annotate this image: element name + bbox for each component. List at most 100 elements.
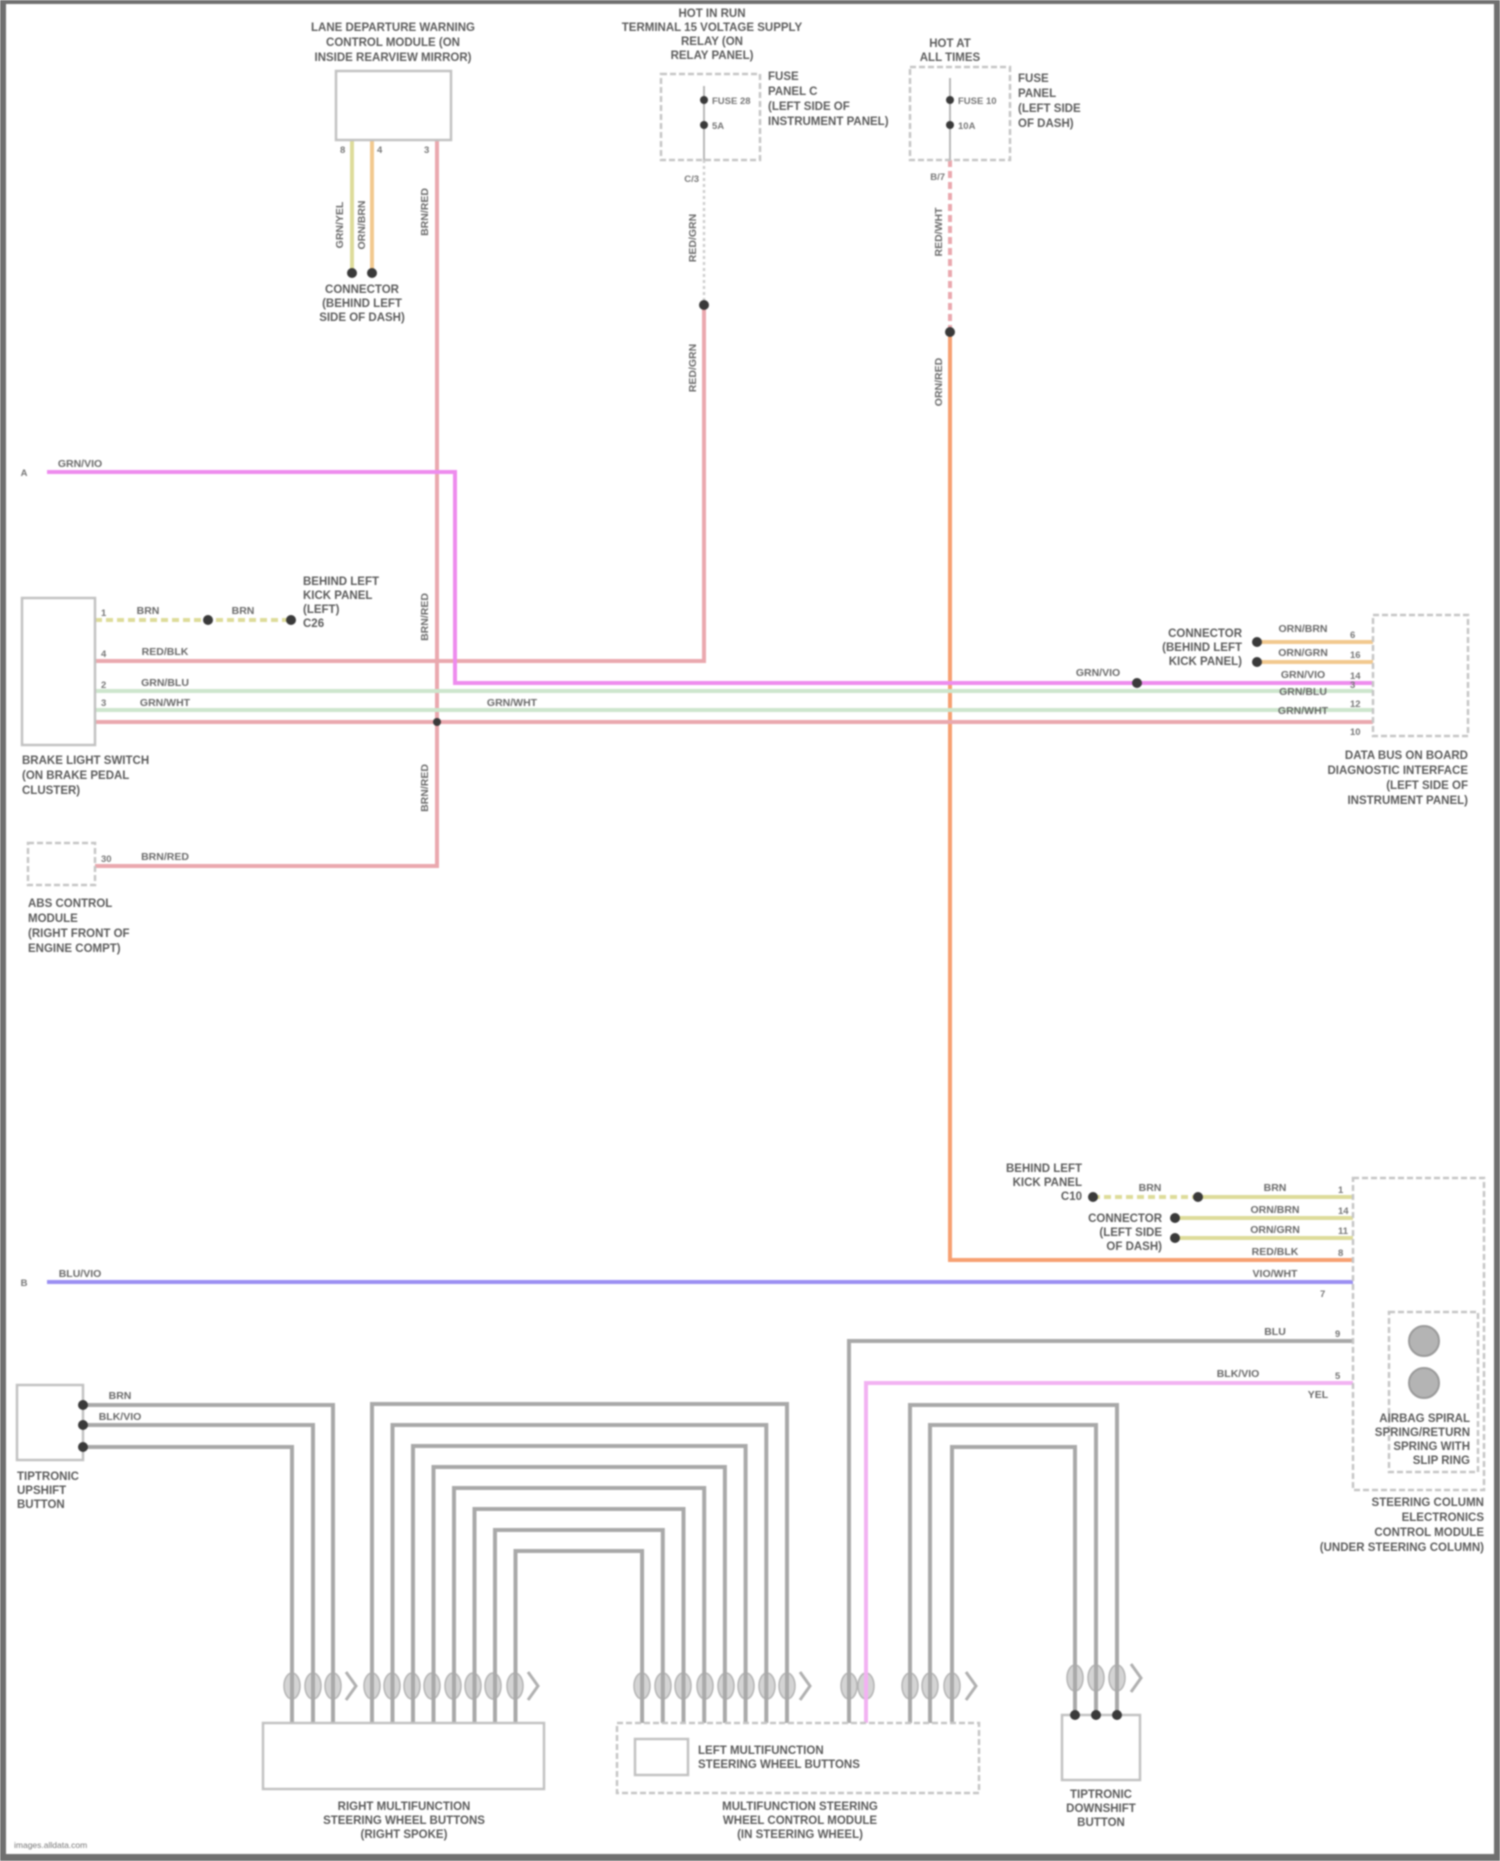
fuse-run-rating: 5A [712,121,724,132]
splice-data-label: KICK PANEL) [1169,656,1242,668]
splice-dot [1252,657,1262,667]
fuse-batt-panel-label: FUSE [1018,73,1049,85]
wire-lane-red [95,140,439,868]
splice-dot [347,268,357,278]
wire-label: BRN/RED [419,764,431,812]
right-buttons-label: STEERING WHEEL BUTTONS [323,1815,485,1827]
wire-label: GRN/YEL [334,201,346,248]
lane-module-label: LANE DEPARTURE WARNING [311,22,475,34]
wire-label: RED/WHT [933,207,945,257]
wire-steering-button [472,1507,686,1723]
frame-right [1494,0,1500,1861]
pin-number: 9 [1335,1329,1340,1340]
splice-dash-label: CONNECTOR [1088,1213,1163,1225]
data-bus-label: (LEFT SIDE OF [1386,780,1468,792]
right-buttons-box [261,1721,546,1791]
brake-switch-box [20,596,97,747]
abs-module-label: MODULE [28,913,78,925]
wire-label: BRN [1139,1182,1162,1194]
mfsw-module-label: (IN STEERING WHEEL) [737,1829,863,1841]
fuse-batt-panel-label: (LEFT SIDE [1018,103,1081,115]
wires [47,140,1410,1723]
frame-left [0,0,6,1861]
fuse-batt-panel [908,65,1012,162]
wire-label: YEL [1308,1389,1329,1401]
clock-spring-contact-icon [1408,1367,1440,1399]
splice-dot [699,300,709,310]
pin-number: B/7 [930,172,945,183]
pin-number: 6 [1350,630,1355,641]
steering-column-label: STEERING COLUMN [1372,1497,1484,1509]
pin-number: 14 [1338,1206,1349,1217]
splice-dot [945,327,955,337]
connector [633,1671,812,1701]
abs-module-box [26,841,97,887]
pin-number: 3 [424,145,429,156]
splice-dash-label: OF DASH) [1106,1241,1162,1253]
wire-label: ORN/BRN [1279,623,1328,635]
wire-fuse-run-red [95,305,706,663]
data-bus-box [1371,613,1470,738]
fuse-batt-terminal [946,121,954,129]
splice-brake-label: KICK PANEL [303,590,372,602]
fuse-run-panel-label: INSTRUMENT PANEL) [768,116,889,128]
wire-label: BRN [1264,1182,1287,1194]
wire-label: ORN/RED [933,357,945,406]
pin-number: 10 [1350,727,1361,738]
pin-number: 14 [1350,671,1361,682]
pin-number: 2 [101,680,106,691]
left-buttons-box [633,1737,690,1777]
wire-steering-button [452,1486,707,1723]
wire-label: GRN/BLU [1279,686,1327,698]
brake-switch-label: (ON BRAKE PEDAL [22,770,129,782]
splice-kick-label: KICK PANEL [1013,1177,1082,1189]
connector-end-icon [526,1671,540,1701]
tip-up-label: BUTTON [17,1499,65,1511]
lane-module-label: CONTROL MODULE (ON [326,37,460,49]
wire-steering-button [390,1423,769,1723]
splice-kick-label: BEHIND LEFT [1006,1163,1082,1175]
brake-switch-label: BRAKE LIGHT SWITCH [22,755,149,767]
pin-number: 4 [101,649,107,660]
wire-label: BLU [1264,1326,1286,1338]
connector [363,1671,540,1701]
pin-number: 8 [1338,1248,1343,1259]
splice-data-label: (BEHIND LEFT [1162,642,1242,654]
splice-kick-label: C10 [1061,1191,1082,1203]
pin-number: 4 [377,145,383,156]
wire-label: BRN [109,1390,132,1402]
lane-module-label: INSIDE REARVIEW MIRROR) [315,52,472,64]
wire-label: RED/GRN [687,344,699,392]
wire-label: GRN/BLU [141,677,189,689]
terminal-dot [1091,1710,1101,1720]
splice-dot [203,615,213,625]
lane-module-box [334,69,453,142]
brake-switch-label: CLUSTER) [22,785,80,797]
wire-tip-down [928,1423,1098,1723]
wire-label: BLK/VIO [99,1411,142,1423]
tip-up-label: TIPTRONIC [17,1471,79,1483]
wire-label: GRN/WHT [1278,705,1329,717]
pin-number: 12 [1350,699,1361,710]
terminal-dot [78,1442,88,1452]
splice-brake-label: BEHIND LEFT [303,576,379,588]
clock-spring-label: SPRING WITH [1393,1441,1470,1453]
wire-steering-button [493,1528,665,1723]
terminal-dot [78,1400,88,1410]
splice-data-label: CONNECTOR [1168,628,1243,640]
wire-label: GRN/VIO [1281,669,1325,681]
wire-labels: GRN/YEL ORN/BRN BRN/RED BRN/RED BRN/RED … [58,188,1329,1423]
fuse-run-header: HOT IN RUN [678,8,745,20]
splice-dot [367,268,377,278]
fuse-batt-header: ALL TIMES [920,52,981,64]
mfsw-module-label: WHEEL CONTROL MODULE [723,1815,878,1827]
tip-up-label: UPSHIFT [17,1485,66,1497]
steering-column-label: ELECTRONICS [1402,1512,1485,1524]
fuse-batt-panel-label: PANEL [1018,88,1056,100]
wire-label: ORN/BRN [356,201,368,250]
wire-steering-button [513,1549,645,1723]
wire-steering-button [411,1444,748,1723]
off-page-connector-b: B [21,1278,28,1289]
